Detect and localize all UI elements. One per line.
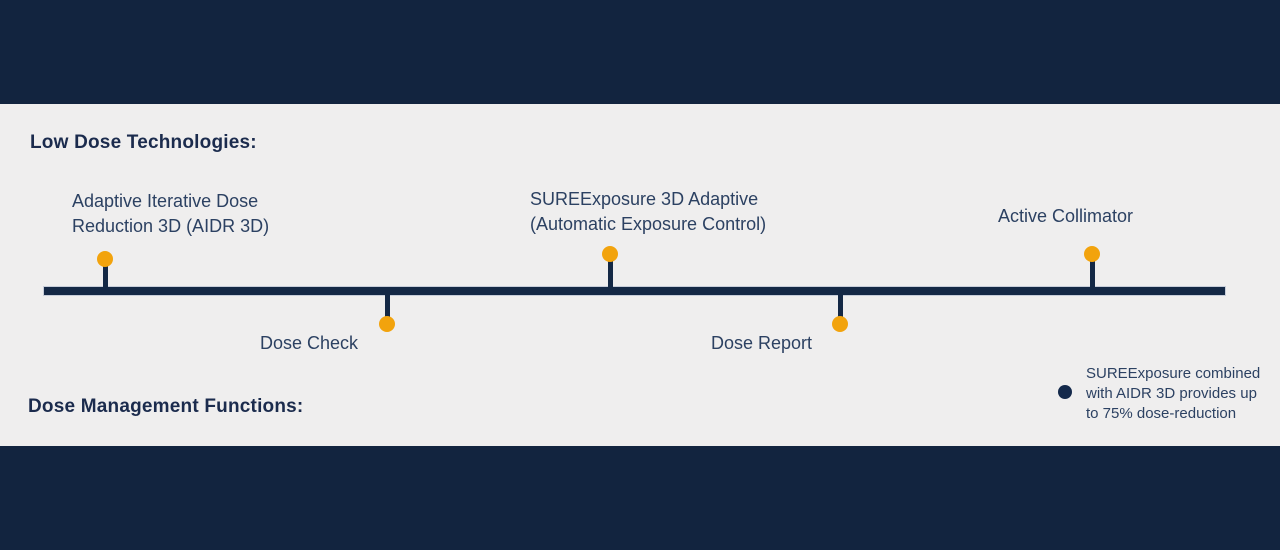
label-line: Reduction 3D (AIDR 3D) <box>72 216 270 236</box>
timeline-marker-stem <box>838 295 843 324</box>
timeline-marker-dot <box>97 251 113 267</box>
timeline-marker-stem <box>385 295 390 324</box>
timeline-marker-dot <box>832 316 848 332</box>
label-line: SUREExposure 3D Adaptive <box>530 189 759 209</box>
timeline-marker-stem <box>1090 254 1095 287</box>
timeline-marker-stem <box>608 254 613 287</box>
label-aidr-3d: Adaptive Iterative Dose Reduction 3D (AI… <box>72 189 269 239</box>
timeline-marker-dot <box>379 316 395 332</box>
label-dose-report: Dose Report <box>711 333 813 353</box>
label-line: Active Collimator <box>998 206 1134 226</box>
label-sureexposure-3d: SUREExposure 3D Adaptive (Automatic Expo… <box>530 187 766 237</box>
dose-management-functions-heading: Dose Management Functions: <box>28 396 304 417</box>
note-line: SUREExposure combined <box>1086 365 1261 382</box>
label-dose-check: Dose Check <box>260 333 359 353</box>
timeline-line <box>44 287 1225 295</box>
timeline-marker-dot <box>602 246 618 262</box>
label-line: (Automatic Exposure Control) <box>530 214 767 234</box>
timeline-marker-stem <box>103 259 108 287</box>
timeline-marker-dot <box>1084 246 1100 262</box>
bottom-navy-band <box>0 446 1280 550</box>
sureexposure-note: SUREExposure combined with AIDR 3D provi… <box>1086 364 1260 424</box>
label-active-collimator: Active Collimator <box>998 204 1133 229</box>
low-dose-technologies-heading: Low Dose Technologies: <box>30 132 257 153</box>
note-bullet-icon <box>1058 385 1072 399</box>
top-navy-band <box>0 0 1280 104</box>
label-line: Adaptive Iterative Dose <box>72 191 259 211</box>
note-line: with AIDR 3D provides up <box>1086 385 1257 402</box>
note-line: to 75% dose-reduction <box>1086 405 1237 422</box>
